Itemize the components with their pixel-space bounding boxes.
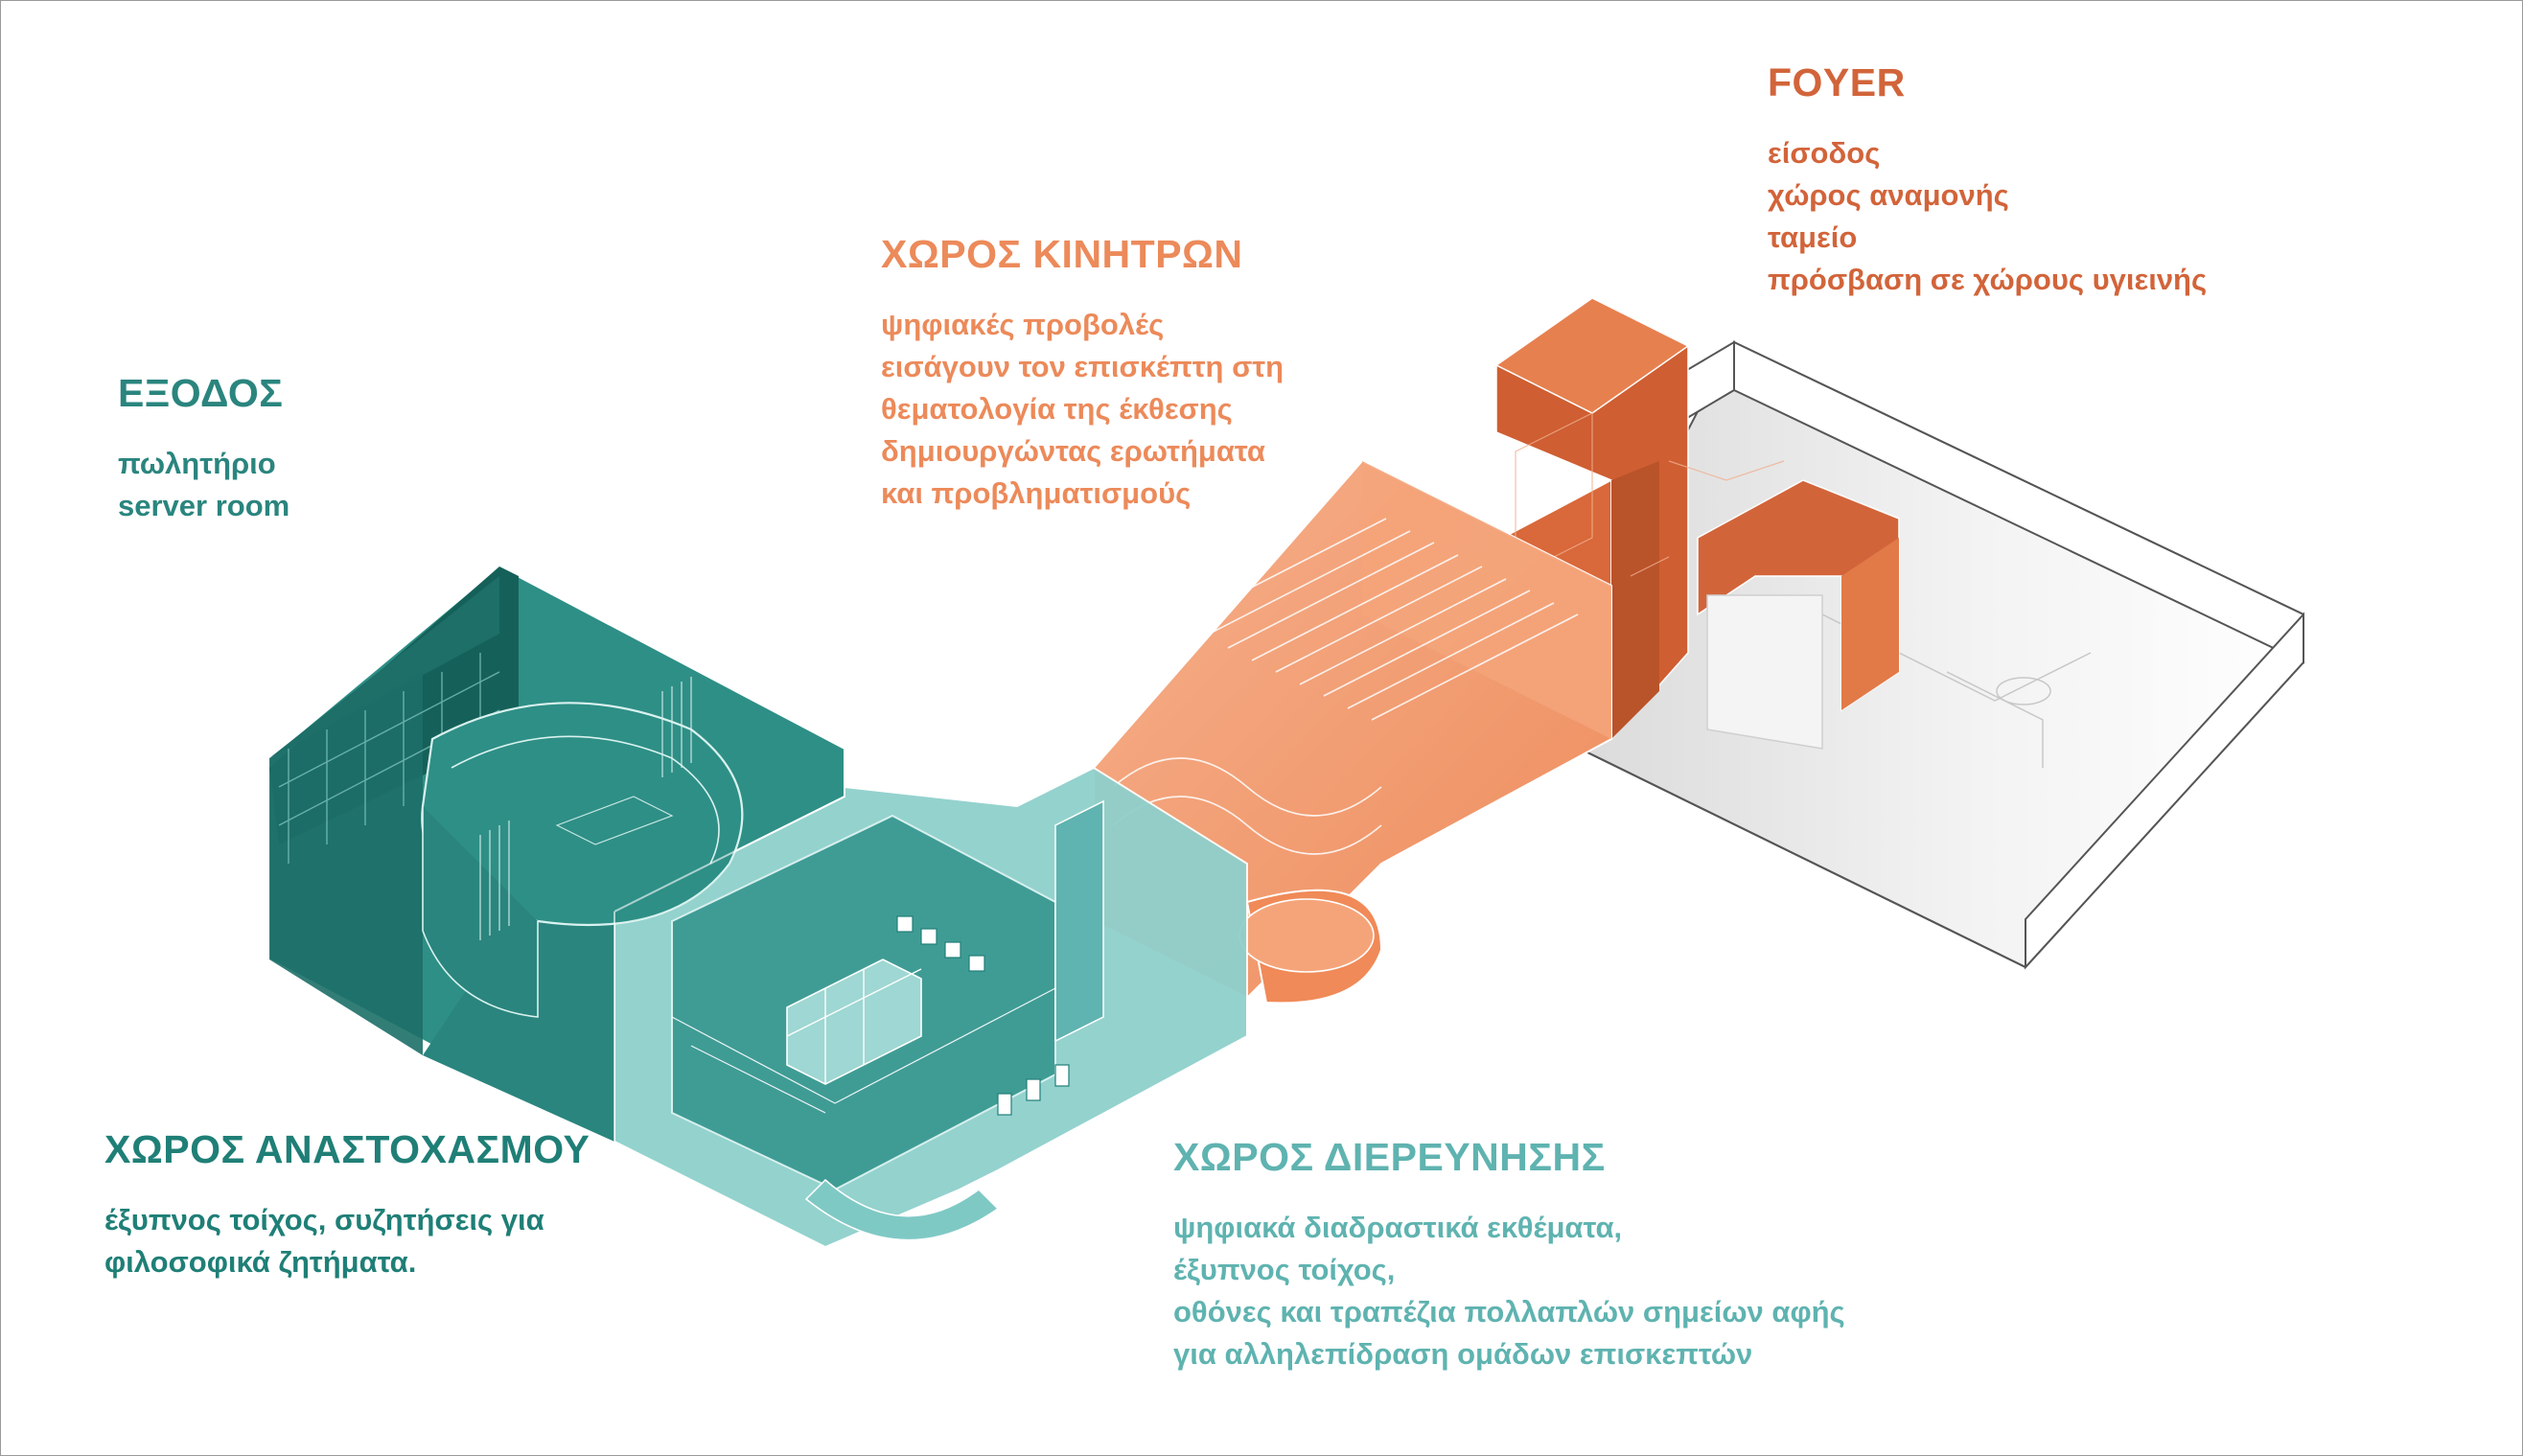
zone-items-kinitron: ψηφιακές προβολές εισάγουν τον επισκέπτη… (881, 304, 1284, 515)
zone-item: και προβληματισμούς (881, 476, 1192, 510)
zone-item: ταμείο (1768, 220, 1858, 254)
zone-item: δημιουργώντας ερωτήματα (881, 434, 1265, 468)
zone-item: είσοδος (1768, 136, 1881, 170)
dierevnisis-volume (613, 766, 1248, 1249)
zone-item: ψηφιακά διαδραστικά εκθέματα, (1173, 1211, 1623, 1244)
zone-title-anastoxasmou: ΧΩΡΟΣ ΑΝΑΣΤΟΧΑΣΜΟΥ (104, 1127, 590, 1171)
zone-item: ψηφιακές προβολές (881, 308, 1165, 341)
zone-title-exodos: ΕΞΟΔΟΣ (118, 371, 284, 415)
zone-label-anastoxasmou: ΧΩΡΟΣ ΑΝΑΣΤΟΧΑΣΜΟΥ έξυπνος τοίχος, συζητ… (104, 1127, 590, 1283)
zone-item: πρόσβαση σε χώρους υγιεινής (1768, 263, 2208, 296)
zone-items-exodos: πωλητήριο server room (118, 443, 289, 527)
zone-items-foyer: είσοδος χώρος αναμονής ταμείο πρόσβαση σ… (1768, 132, 2207, 301)
zone-label-dierevnisis: ΧΩΡΟΣ ΔΙΕΡΕΥΝΗΣΗΣ ψηφιακά διαδραστικά εκ… (1173, 1135, 1845, 1375)
zone-item: εισάγουν τον επισκέπτη στη (881, 350, 1285, 383)
zone-items-anastoxasmou: έξυπνος τοίχος, συζητήσεις για φιλοσοφικ… (104, 1199, 590, 1283)
zone-item: πωλητήριο (118, 447, 276, 480)
zone-item: θεματολογία της έκθεσης (881, 392, 1233, 426)
zone-label-foyer: FOYER είσοδος χώρος αναμονής ταμείο πρόσ… (1768, 60, 2207, 301)
zone-item: έξυπνος τοίχος, (1173, 1253, 1396, 1286)
zone-label-kinitron: ΧΩΡΟΣ ΚΙΝΗΤΡΩΝ ψηφιακές προβολές εισάγου… (881, 232, 1284, 515)
zone-items-dierevnisis: ψηφιακά διαδραστικά εκθέματα, έξυπνος το… (1173, 1207, 1845, 1375)
zone-title-foyer: FOYER (1768, 60, 1906, 104)
zone-item: φιλοσοφικά ζητήματα. (104, 1245, 417, 1279)
zone-item: για αλληλεπίδραση ομάδων επισκεπτών (1173, 1337, 1753, 1371)
zone-item: χώρος αναμονής (1768, 178, 2009, 212)
zone-label-exodos: ΕΞΟΔΟΣ πωλητήριο server room (118, 371, 289, 527)
zone-title-dierevnisis: ΧΩΡΟΣ ΔΙΕΡΕΥΝΗΣΗΣ (1173, 1135, 1606, 1179)
zone-title-kinitron: ΧΩΡΟΣ ΚΙΝΗΤΡΩΝ (881, 232, 1243, 276)
zone-item: οθόνες και τραπέζια πολλαπλών σημείων αφ… (1173, 1295, 1845, 1329)
anastoxasmou-volume (268, 565, 845, 1144)
zone-item: έξυπνος τοίχος, συζητήσεις για (104, 1203, 544, 1236)
zone-item: server room (118, 489, 290, 522)
